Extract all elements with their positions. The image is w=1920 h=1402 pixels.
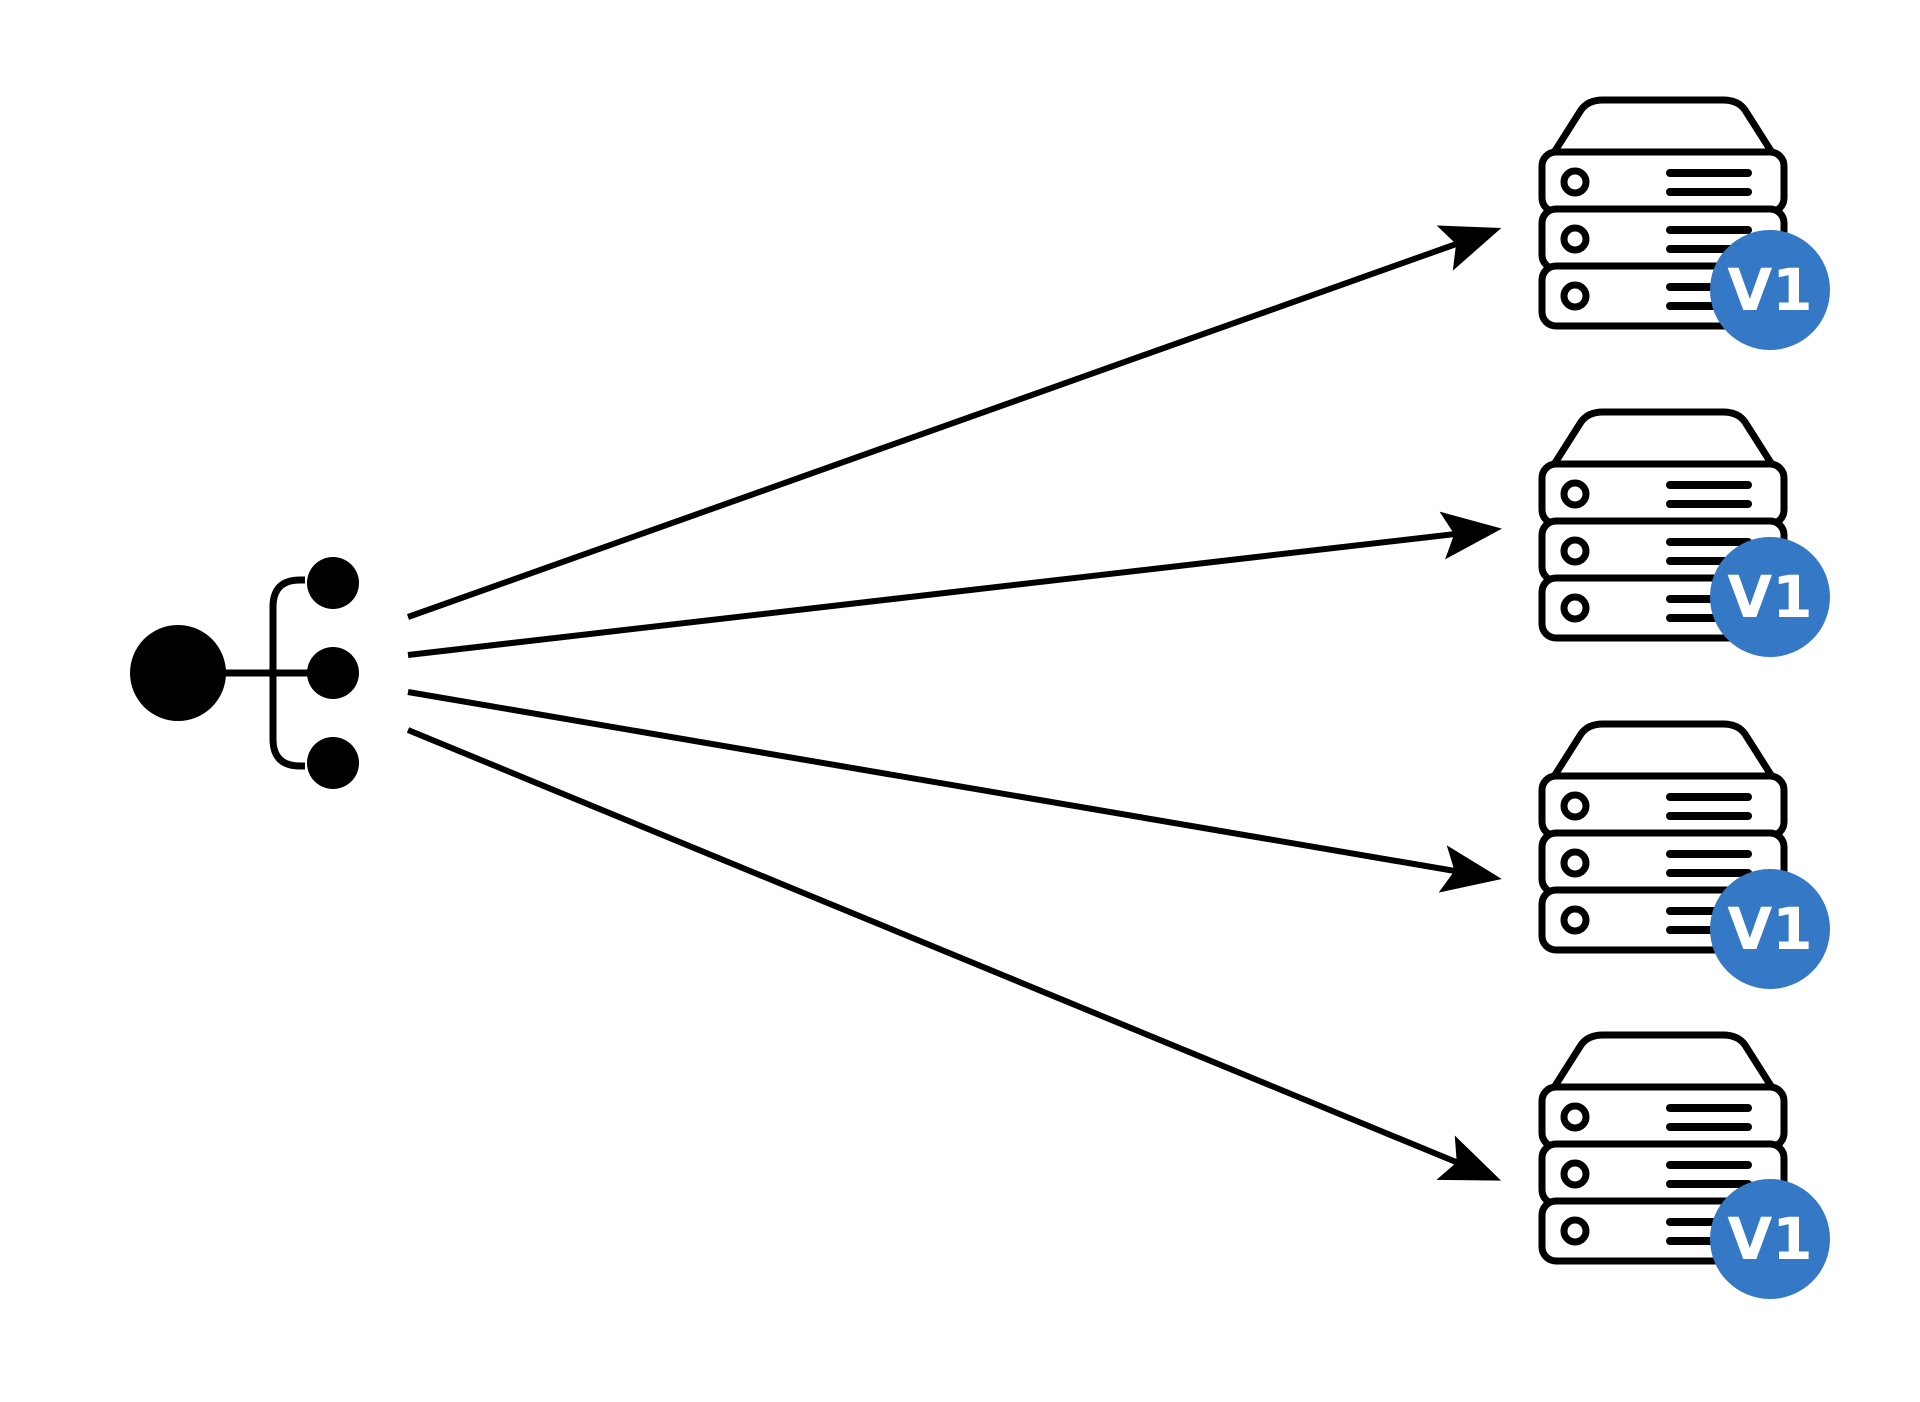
version-badge: V1 [1710, 1179, 1830, 1299]
arrow-to-server-1 [406, 225, 1502, 620]
version-badge-label: V1 [1727, 563, 1812, 631]
connection-arrows [406, 225, 1502, 1181]
load-balancer-icon [130, 557, 359, 789]
arrow-to-server-4 [406, 727, 1502, 1181]
server-1: V1 [1542, 100, 1830, 350]
version-badge: V1 [1710, 537, 1830, 657]
version-badge-label: V1 [1727, 895, 1812, 963]
server-4: V1 [1542, 1035, 1830, 1299]
server-3: V1 [1542, 724, 1830, 989]
version-badge: V1 [1710, 230, 1830, 350]
server-2: V1 [1542, 412, 1830, 657]
version-badge-label: V1 [1727, 256, 1812, 324]
arrow-to-server-2 [407, 511, 1502, 658]
arrow-to-server-3 [407, 689, 1502, 893]
version-badge-label: V1 [1727, 1205, 1812, 1273]
version-badge: V1 [1710, 869, 1830, 989]
